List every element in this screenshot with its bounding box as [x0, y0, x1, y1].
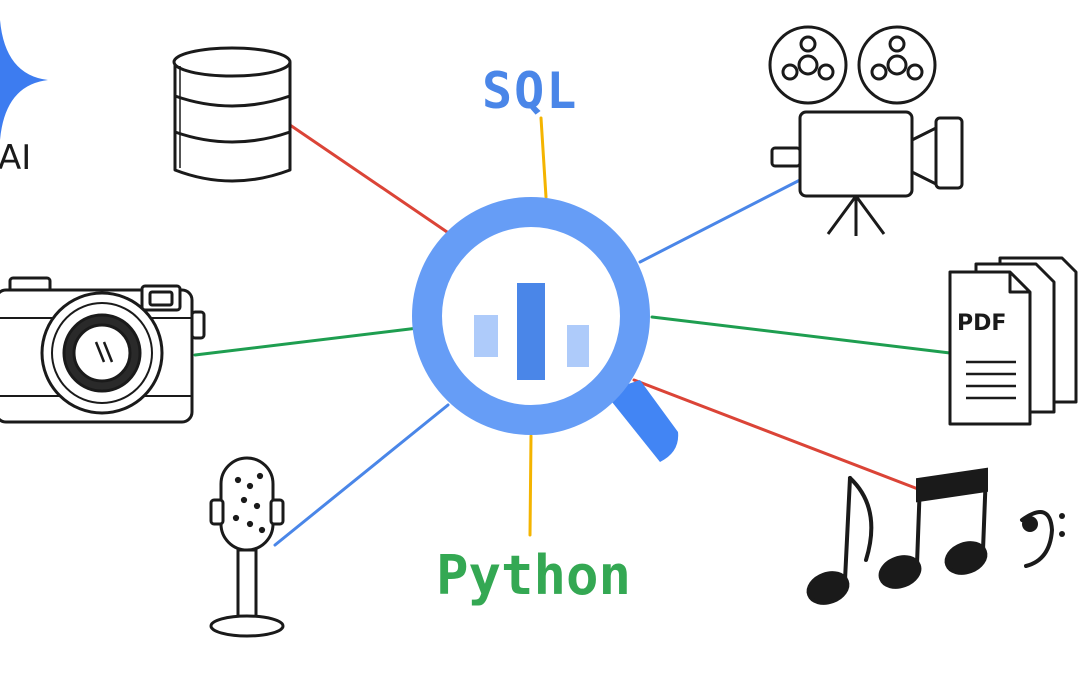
ai-star-icon: [0, 20, 48, 140]
python-label: Python: [436, 544, 632, 607]
database-icon: [172, 46, 292, 183]
connector-database: [288, 123, 452, 236]
bar-center: [517, 283, 545, 380]
connector-projector: [638, 178, 802, 264]
camera-icon: [0, 276, 206, 424]
magnifier-bar-chart-icon: [412, 197, 679, 462]
pdf-document-icon: PDF: [948, 256, 1078, 426]
pdf-label: PDF: [957, 311, 1006, 336]
bar-right: [567, 325, 589, 367]
connector-music: [632, 378, 920, 491]
connector-python: [528, 434, 533, 537]
sql-label: SQL: [482, 62, 579, 120]
music-notes-icon: [806, 467, 1065, 605]
film-projector-icon: [768, 25, 964, 236]
connector-pdf: [650, 315, 952, 355]
ai-label: AI: [0, 138, 32, 178]
bar-left: [474, 315, 498, 357]
connector-microphone: [273, 403, 450, 547]
microphone-icon: [209, 456, 285, 638]
connector-camera: [193, 326, 420, 357]
connectors: [193, 116, 952, 547]
connector-sql: [539, 116, 548, 199]
magnifier-handle: [604, 380, 679, 462]
